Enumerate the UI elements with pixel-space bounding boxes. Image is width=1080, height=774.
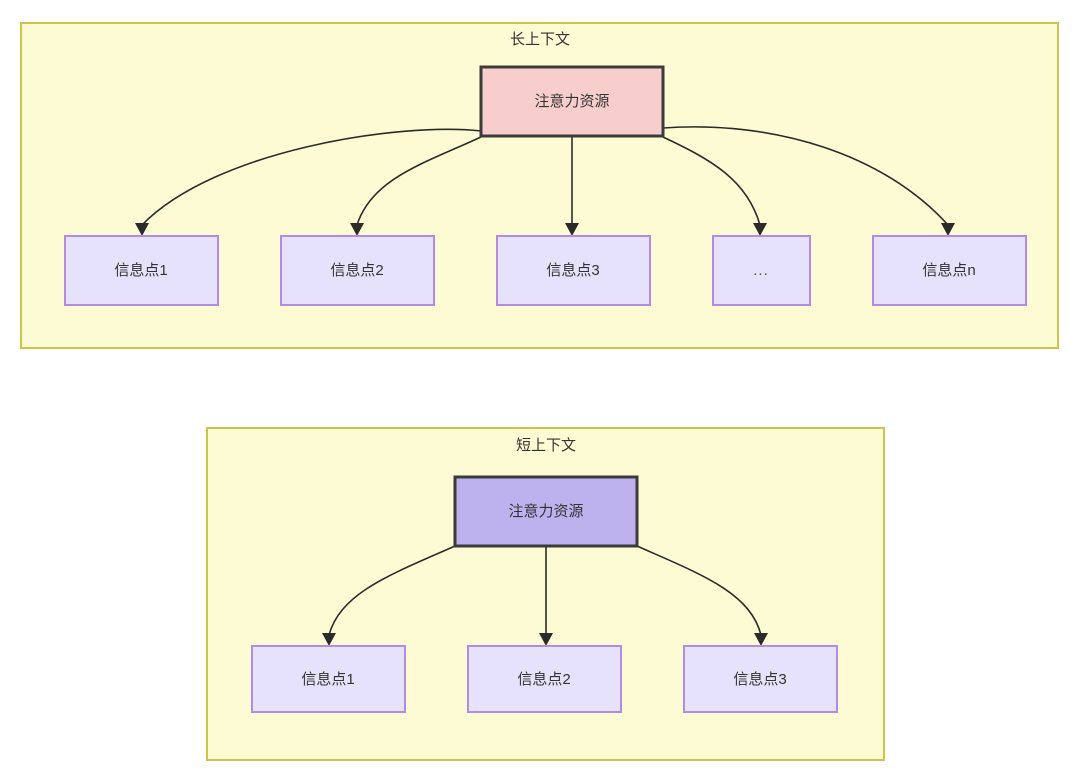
edge-short-to-info-1 [328, 545, 456, 636]
node-info-point-n[interactable]: 信息点n [872, 235, 1027, 306]
info-point-2-box[interactable] [280, 235, 435, 306]
arrowhead-short-info-3 [754, 633, 768, 646]
arrowhead-info-1 [135, 223, 149, 236]
node-info-point-3[interactable]: 信息点3 [496, 235, 651, 306]
short-info-point-2-box[interactable] [467, 645, 622, 713]
short-info-point-3-box[interactable] [683, 645, 838, 713]
arrowhead-info-3 [565, 223, 579, 236]
attention-resource-long-box[interactable] [479, 65, 665, 138]
long-context-title: 长上下文 [510, 31, 570, 48]
edge-long-to-info-2 [356, 136, 482, 226]
node-attention-resource-long[interactable]: 注意力资源 [479, 65, 665, 138]
arrowhead-info-n [941, 223, 955, 236]
attention-resource-short-label: 注意力资源 [508, 502, 583, 520]
info-point-ellipsis-box[interactable] [712, 235, 811, 306]
arrowhead-short-info-2 [539, 633, 553, 646]
arrowhead-short-info-1 [322, 633, 336, 646]
short-info-point-2-label: 信息点2 [517, 671, 570, 688]
edge-short-to-info-3 [636, 545, 762, 636]
node-short-info-point-1[interactable]: 信息点1 [251, 645, 406, 713]
info-point-ellipsis-label: ... [753, 262, 769, 279]
arrowhead-info-ellipsis [753, 223, 767, 236]
info-point-3-label: 信息点3 [546, 262, 599, 279]
group-long-context: 长上下文 注意力资源 信息点1 [20, 22, 1059, 349]
info-point-3-box[interactable] [496, 235, 651, 306]
edge-long-to-info-n [662, 126, 949, 226]
node-info-point-2[interactable]: 信息点2 [280, 235, 435, 306]
node-info-point-1[interactable]: 信息点1 [64, 235, 219, 306]
node-info-point-ellipsis[interactable]: ... [712, 235, 811, 306]
edge-long-to-info-ellipsis [662, 136, 761, 226]
info-point-2-label: 信息点2 [330, 262, 383, 279]
attention-resource-short-box[interactable] [453, 475, 639, 548]
attention-resource-long-label: 注意力资源 [534, 92, 609, 110]
info-point-n-box[interactable] [872, 235, 1027, 306]
short-info-point-1-label: 信息点1 [301, 671, 354, 688]
info-point-1-box[interactable] [64, 235, 219, 306]
node-short-info-point-3[interactable]: 信息点3 [683, 645, 838, 713]
short-context-title: 短上下文 [516, 437, 576, 454]
short-info-point-1-box[interactable] [251, 645, 406, 713]
info-point-1-label: 信息点1 [114, 262, 167, 279]
arrowhead-info-2 [350, 223, 364, 236]
node-attention-resource-short[interactable]: 注意力资源 [453, 475, 639, 548]
info-point-n-label: 信息点n [922, 262, 975, 279]
edge-long-to-info-1 [141, 128, 482, 226]
node-short-info-point-2[interactable]: 信息点2 [467, 645, 622, 713]
group-short-context: 短上下文 注意力资源 信息点1 信息点2 [206, 427, 885, 761]
short-info-point-3-label: 信息点3 [733, 671, 786, 688]
